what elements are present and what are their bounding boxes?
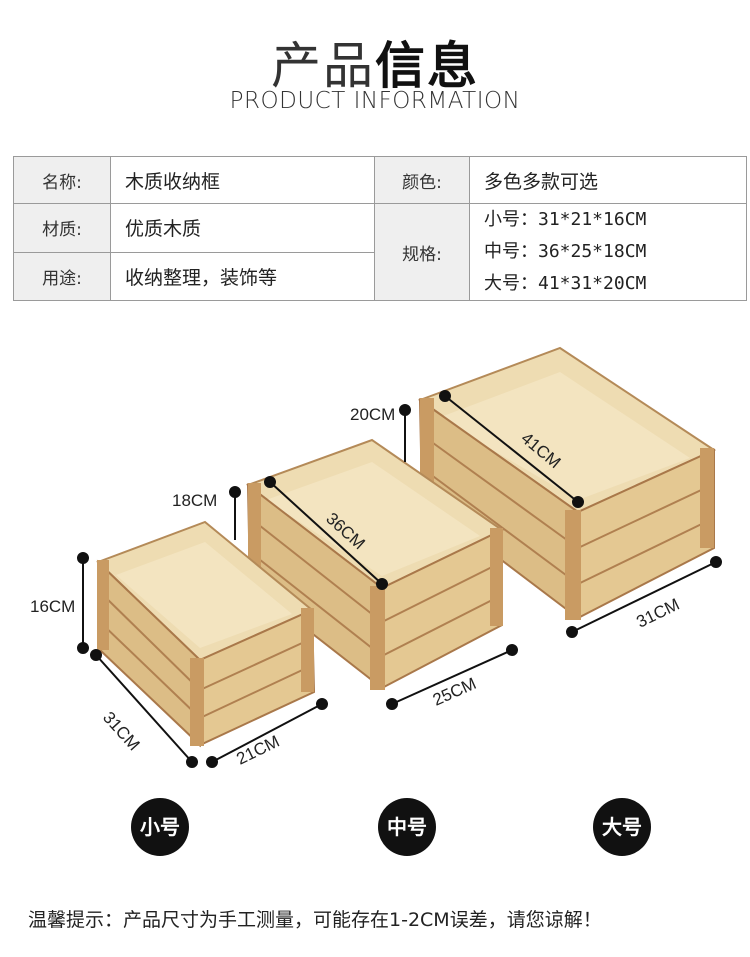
large-crate-image — [417, 346, 717, 621]
spec-table: 名称: 木质收纳框 颜色: 多色多款可选 材质: 优质木质 规格: 小号：31*… — [13, 156, 747, 301]
usage-label: 用途: — [13, 251, 111, 301]
size-medium: 中号：36*25*18CM — [484, 241, 647, 262]
name-label: 名称: — [13, 156, 111, 204]
color-value: 多色多款可选 — [469, 156, 747, 204]
small-length-label: 31CM — [99, 708, 143, 754]
size-label: 规格: — [374, 203, 470, 301]
medium-crate-image — [245, 438, 504, 691]
large-height-label: 20CM — [350, 405, 395, 424]
name-value: 木质收纳框 — [110, 156, 375, 204]
color-label: 颜色: — [374, 156, 470, 204]
small-crate-image — [96, 520, 316, 748]
page-title: 产品信息 — [0, 26, 750, 98]
material-value: 优质木质 — [110, 203, 375, 253]
medium-height-label: 18CM — [172, 491, 217, 510]
small-badge: 小号 — [131, 798, 189, 856]
size-values: 小号：31*21*16CM 中号：36*25*18CM 大号：41*31*20C… — [469, 203, 747, 301]
small-height-label: 16CM — [30, 597, 75, 616]
medium-badge: 中号 — [378, 798, 436, 856]
crates-illustration: 16CM 31CM 21CM 18CM 36CM 25CM 20CM 41CM … — [30, 346, 722, 769]
title-light: 产品 — [271, 37, 375, 95]
dimension-lines — [77, 390, 722, 768]
large-badge: 大号 — [593, 798, 651, 856]
large-width-label: 31CM — [633, 595, 682, 632]
spec-row-name: 名称: 木质收纳框 颜色: 多色多款可选 — [13, 156, 747, 204]
spec-row-material: 材质: 优质木质 规格: 小号：31*21*16CM 中号：36*25*18CM… — [13, 203, 747, 301]
size-large: 大号：41*31*20CM — [484, 273, 647, 294]
title-bold: 信息 — [375, 37, 479, 95]
medium-width-label: 25CM — [430, 674, 479, 710]
footer-note: 温馨提示：产品尺寸为手工测量，可能存在1-2CM误差，请您谅解！ — [28, 909, 602, 931]
size-small: 小号：31*21*16CM — [484, 209, 647, 230]
spec-row-usage: 用途: 收纳整理，装饰等 — [13, 251, 747, 301]
material-label: 材质: — [13, 203, 111, 253]
page-subtitle: PRODUCT INFORMATION — [229, 88, 521, 114]
usage-value: 收纳整理，装饰等 — [110, 251, 375, 301]
